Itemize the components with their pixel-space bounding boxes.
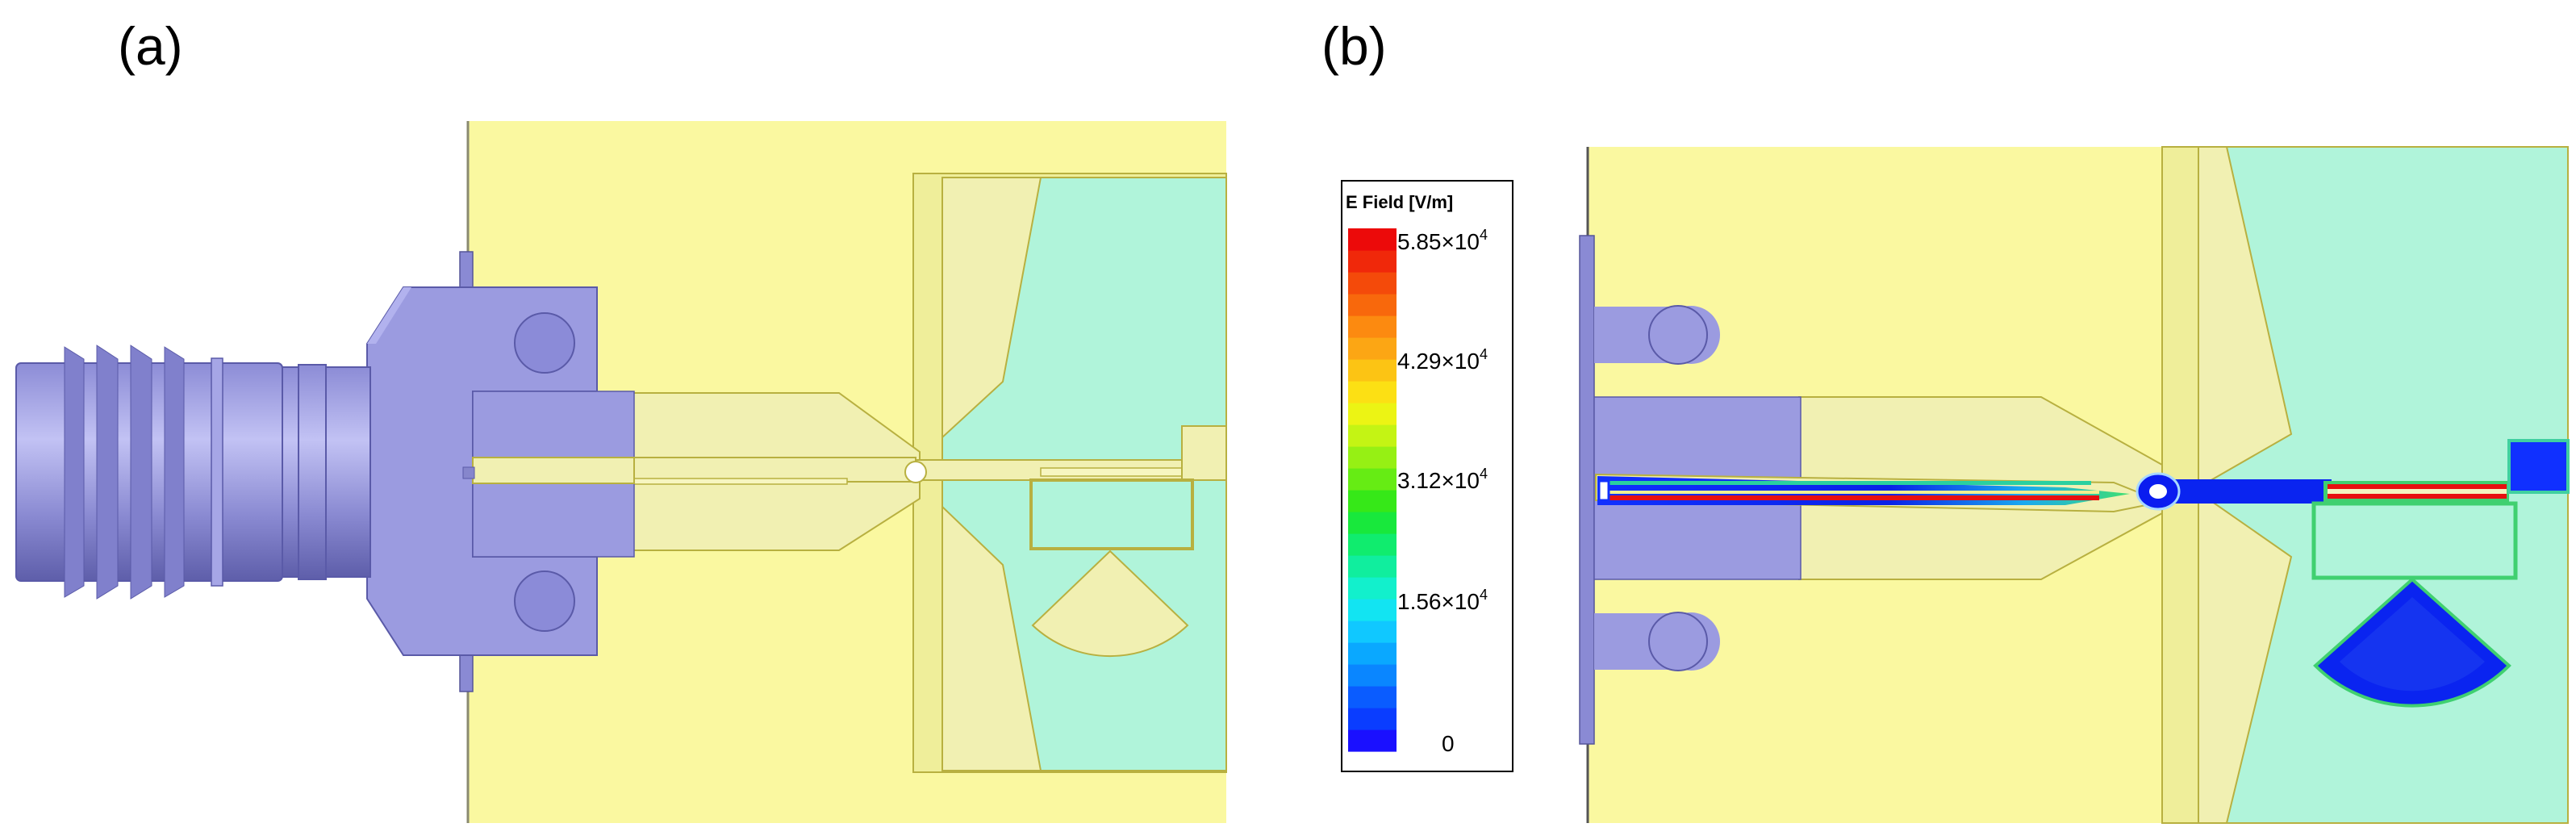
colorbar-band [1348,337,1397,360]
colorbar-band [1348,621,1397,643]
colorbar-band [1348,359,1397,382]
panel-a: (a) [15,16,1227,823]
colorbar-band [1348,424,1397,447]
colorbar-band [1348,490,1397,512]
colorbar-band [1348,555,1397,578]
legend-tick-3: 3.12×104 [1397,466,1488,493]
panel-a-label: (a) [118,16,183,76]
panel-b: (b) [1321,16,2570,824]
colorbar-band [1348,446,1397,469]
colorbar-band [1348,250,1397,273]
colorbar-band [1348,512,1397,534]
colorbar-band [1348,599,1397,621]
legend-tick-4: 1.56×104 [1397,587,1488,614]
colorbar-band [1348,533,1397,556]
colorbar-legend: E Field [V/m] 5.85×104 4.29×104 3.12×104… [1341,180,1513,772]
colorbar-band [1348,228,1397,251]
colorbar-band [1348,381,1397,403]
colorbar-band [1348,272,1397,295]
field-trace-b [1595,439,2570,513]
legend-tick-max: 5.85×104 [1397,227,1488,254]
legend-tick-2: 4.29×104 [1397,346,1488,374]
stub-b [2311,501,2518,708]
colorbar-band [1348,577,1397,600]
via-a [904,461,927,483]
colorbar-band [1348,403,1397,425]
colorbar-band [1348,708,1397,730]
colorbar-band [1348,686,1397,708]
legend-title: E Field [V/m] [1346,192,1453,212]
legend-tick-min: 0 [1442,731,1455,756]
colorbar-band [1348,468,1397,491]
colorbar-band [1348,316,1397,338]
colorbar-band [1348,294,1397,316]
colorbar-band [1348,729,1397,752]
sma-connector-a [15,251,635,692]
colorbar-band [1348,642,1397,665]
colorbar-bands [1348,228,1397,752]
colorbar-band [1348,664,1397,687]
panel-b-label: (b) [1321,16,1387,76]
stub-a [1029,479,1194,658]
